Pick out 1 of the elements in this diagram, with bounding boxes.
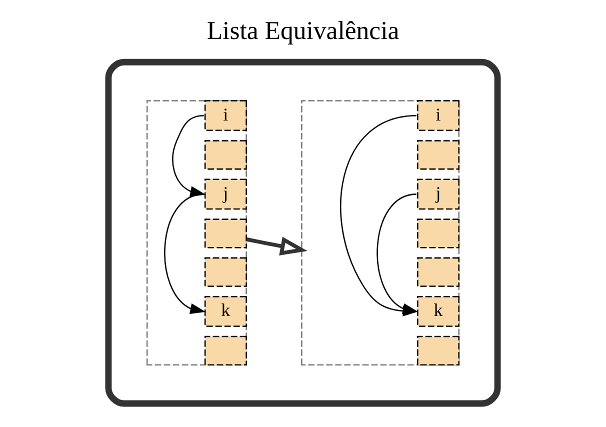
diagram-title: Lista Equivalência: [206, 16, 400, 45]
